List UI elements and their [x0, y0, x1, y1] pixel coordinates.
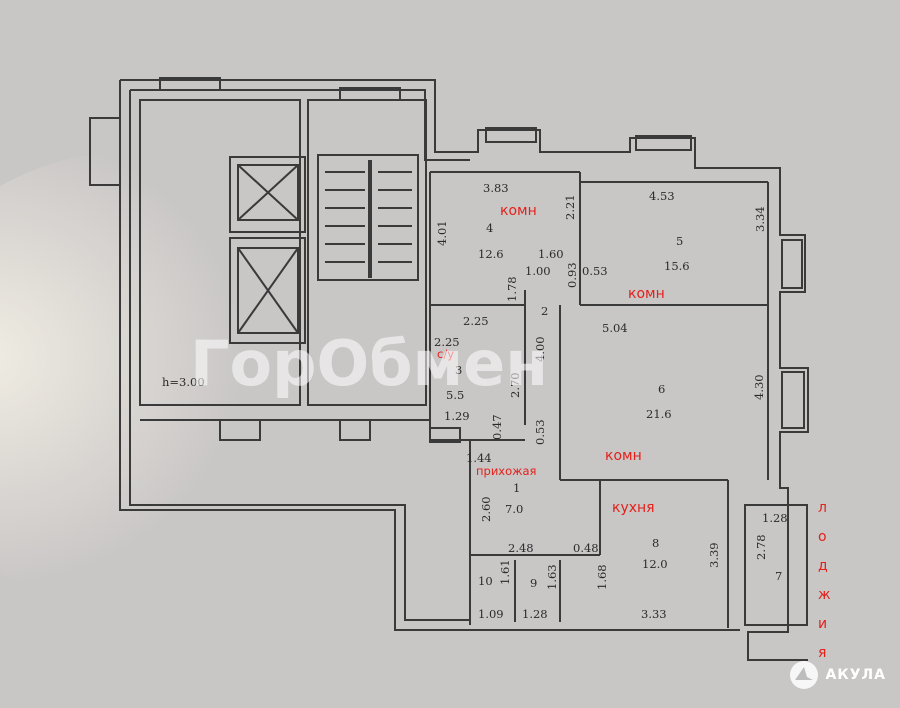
dim-label: 1.44	[466, 451, 492, 465]
room-num-9: 9	[530, 576, 537, 590]
dim-label: 1.09	[478, 607, 504, 621]
dim-label: 1.29	[444, 409, 470, 423]
room-area-6: 21.6	[646, 407, 672, 421]
shark-icon	[790, 661, 819, 689]
dim-label: 2.60	[479, 496, 493, 522]
dim-label: 1.61	[498, 559, 512, 585]
loggia-letter: д	[818, 558, 828, 574]
dim-label: 1.28	[762, 511, 788, 525]
dim-label: 2.48	[508, 541, 534, 555]
room-labels: комн комн комн кухня прихожая с/у	[437, 203, 665, 516]
ceiling-height-label: h=3.00	[162, 375, 205, 389]
dim-label: 3.34	[753, 206, 767, 232]
room-num-4: 4	[486, 221, 493, 235]
dim-label: 3.83	[483, 181, 509, 195]
walls	[89, 77, 809, 661]
loggia-letter: ж	[818, 587, 831, 603]
room-area-1: 7.0	[505, 502, 523, 516]
dim-label: 2.21	[563, 194, 577, 220]
room-num-10: 10	[478, 574, 493, 588]
room-label-1: прихожая	[476, 464, 536, 478]
dim-label: 0.48	[573, 541, 599, 555]
loggia-letter: и	[818, 616, 827, 632]
dim-label: 1.00	[525, 264, 551, 278]
dim-label: 4.30	[752, 374, 766, 400]
dim-label: 3.39	[707, 542, 721, 568]
dim-label: 2.25	[463, 314, 489, 328]
dim-label: 4.01	[435, 220, 449, 246]
brand-logo: АКУЛА	[789, 660, 886, 690]
dim-label: 4.53	[649, 189, 675, 203]
room-area-8: 12.0	[642, 557, 668, 571]
dim-label: 0.53	[582, 264, 608, 278]
room-label-3: с/у	[437, 347, 454, 361]
dim-label: 2.78	[754, 534, 768, 560]
dim-label: 1.28	[522, 607, 548, 621]
brand-name: АКУЛА	[825, 667, 886, 683]
dim-label: 0.93	[565, 262, 579, 288]
dim-label: 5.04	[602, 321, 628, 335]
dim-label: 1.63	[545, 564, 559, 590]
room-num-5: 5	[676, 234, 683, 248]
room-num-8: 8	[652, 536, 659, 550]
dim-label: 2.70	[508, 372, 522, 398]
room-num-1: 1	[513, 481, 520, 495]
room-num-3: 3	[455, 363, 462, 377]
dim-label: 1.68	[595, 564, 609, 590]
room-area-3: 5.5	[446, 388, 464, 402]
dim-label: 0.47	[490, 414, 504, 440]
room-label-4: комн	[500, 203, 537, 219]
room-label-6: комн	[605, 448, 642, 464]
room-numbers: 4 12.6 5 15.6 6 21.6 8 12.0 1 7.0 3 5.5 …	[446, 221, 782, 590]
room-num-6: 6	[658, 382, 665, 396]
dimension-labels: 3.83 4.53 2.21 4.01 3.34 1.60 1.00 0.93 …	[434, 181, 788, 621]
dim-label: 3.33	[641, 607, 667, 621]
dim-label: 1.60	[538, 247, 564, 261]
room-label-5: комн	[628, 286, 665, 302]
room-label-8: кухня	[612, 500, 655, 516]
room-area-4: 12.6	[478, 247, 504, 261]
loggia-letter: о	[818, 529, 827, 545]
watermark: ГорОбмен	[190, 327, 548, 400]
room-area-5: 15.6	[664, 259, 690, 273]
dim-label: 1.78	[505, 276, 519, 302]
loggia-letter: л	[818, 500, 827, 516]
dim-label: 0.53	[533, 419, 547, 445]
dim-label: 2.25	[434, 335, 460, 349]
room-num-7: 7	[775, 569, 782, 583]
room-num-2: 2	[541, 304, 548, 318]
loggia-letter: я	[818, 645, 826, 661]
dim-label: 4.00	[533, 336, 547, 362]
